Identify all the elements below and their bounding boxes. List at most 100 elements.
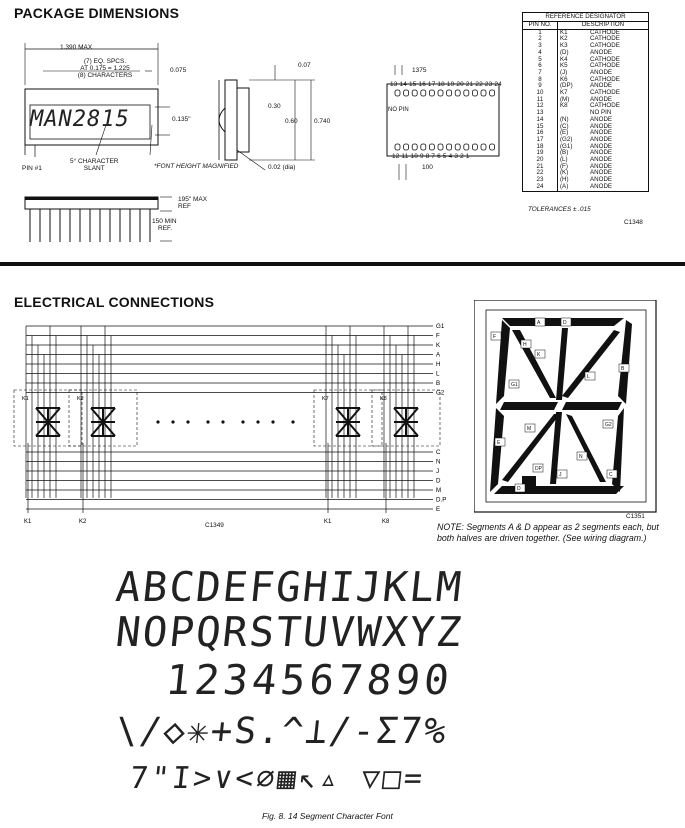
pin-pad — [472, 143, 478, 151]
pin-number: 24 — [523, 183, 558, 191]
ref-table-row: 22(K)ANODE — [523, 169, 648, 178]
dim-spacing-1: (7) EQ. SPCS. — [83, 58, 127, 65]
pin-designator: K3 — [560, 42, 568, 50]
bus-label-bottom: M — [436, 487, 441, 494]
pin-pad — [454, 89, 461, 97]
pin-function: NO PIN — [590, 109, 612, 117]
pin-number: 11 — [523, 96, 558, 104]
pin-pad — [420, 89, 427, 97]
segment-label: E — [497, 440, 501, 446]
dim-bottom-195: 195" MAX — [178, 196, 208, 203]
pin-pad — [420, 143, 427, 151]
pin-designator: (K) — [560, 169, 569, 177]
bus-label-bottom: D.P — [436, 497, 446, 504]
pin-function: CATHODE — [590, 62, 620, 70]
pin-pad — [480, 143, 487, 151]
code-c1351: C1351 — [626, 513, 645, 520]
digit-box — [313, 389, 383, 447]
ellipsis-dot — [241, 420, 245, 424]
pin-function: CATHODE — [590, 55, 620, 63]
pin-designator: (F) — [560, 162, 568, 170]
pin-number: 9 — [523, 83, 558, 91]
digit-box — [13, 389, 83, 447]
pin-pad — [489, 89, 495, 97]
ellipsis-dot — [221, 420, 225, 424]
bus-label-bottom: D — [436, 478, 441, 485]
pin-designator: (A) — [560, 182, 569, 190]
segment-label-box — [602, 419, 614, 429]
pin-function: ANODE — [590, 169, 613, 177]
ref-table-row: 19(B)ANODE — [523, 150, 648, 158]
col-pin-header: PIN NO. — [523, 21, 558, 30]
digit-box — [68, 389, 138, 447]
pin-number: 15 — [523, 123, 558, 131]
pin-number: 16 — [523, 130, 558, 137]
segment-label: K — [537, 352, 541, 358]
ref-table-row: 18(G1)ANODE — [523, 143, 648, 151]
pin-designator: K2 — [560, 35, 568, 43]
pin-designator: K6 — [560, 75, 568, 83]
ellipsis-dot — [291, 420, 295, 424]
pin-function: ANODE — [590, 129, 613, 137]
font-row-5: 7"I>∨<∅▦↖▵ ▽□= — [128, 761, 427, 796]
pin-function: ANODE — [590, 48, 613, 56]
section-divider — [0, 262, 685, 266]
ref-table-row: 4(D)ANODE — [523, 48, 648, 57]
pin-function: ANODE — [590, 156, 613, 164]
pin-function: ANODE — [590, 135, 613, 143]
ellipsis-dot — [186, 420, 190, 424]
package-display-text: MAN2815 — [30, 107, 130, 132]
package-side-drawing — [218, 65, 315, 171]
digit-label: K1 — [22, 396, 29, 402]
pin-pad — [463, 89, 470, 97]
digit-label: K2 — [77, 396, 84, 402]
code-c1348: C1348 — [624, 219, 643, 226]
dim-bottom-ref1: REF — [178, 203, 191, 210]
segment-label-box — [606, 469, 618, 479]
code-c1349: C1349 — [205, 522, 224, 529]
pin-pad — [429, 143, 435, 151]
segment-label-box — [494, 437, 506, 447]
pin-designator: (M) — [560, 95, 570, 103]
pin-pad — [403, 89, 409, 97]
segment-label-box — [508, 379, 520, 389]
cathode-label: K8 — [382, 519, 390, 525]
pin-number: 1 — [523, 29, 558, 37]
pin-function: ANODE — [590, 176, 613, 184]
pin-pad — [454, 143, 461, 151]
segment-label: L — [587, 374, 590, 380]
reference-designator-table: REFERENCE DESIGNATOR PIN NO. DESCRIPTION… — [522, 12, 649, 192]
segment-label-box — [576, 451, 588, 461]
segment-label-box — [524, 423, 536, 433]
digit-segments — [393, 407, 419, 437]
pin-number: 4 — [523, 49, 558, 57]
dim-bottom-150: 150 MIN — [152, 218, 177, 225]
segment-label-box — [534, 349, 546, 359]
ref-table-row: 21(F)ANODE — [523, 162, 648, 171]
pin-pad — [437, 89, 444, 97]
pin-designator: (E) — [560, 129, 569, 137]
pin-pad — [472, 89, 478, 97]
pin-number: 21 — [523, 163, 558, 171]
ref-table-row: 24(A)ANODE — [523, 182, 648, 191]
character-font-block: ABCDEFGHIJKLM NOPQRSTUVWXYZ 1234567890 \… — [113, 563, 596, 799]
segment-label: B — [621, 366, 625, 372]
bus-label-top: B — [436, 380, 440, 387]
segment-label: H — [523, 342, 527, 348]
bus-label-top: G1 — [436, 323, 445, 330]
pin-pad — [411, 143, 418, 151]
figure-caption: Fig. 8. 14 Segment Character Font — [262, 811, 393, 821]
segment-label-box — [584, 371, 596, 381]
ellipsis-dot — [171, 420, 175, 424]
digit-box — [371, 389, 441, 447]
segment-label: N — [579, 454, 583, 460]
bus-label-top: G2 — [436, 390, 445, 397]
side-dim-007: 0.07 — [298, 62, 311, 69]
pin-number: 10 — [523, 89, 558, 97]
side-dim-030: 0.30 — [268, 103, 281, 110]
ref-table-row: 14(N)ANODE — [523, 116, 648, 124]
